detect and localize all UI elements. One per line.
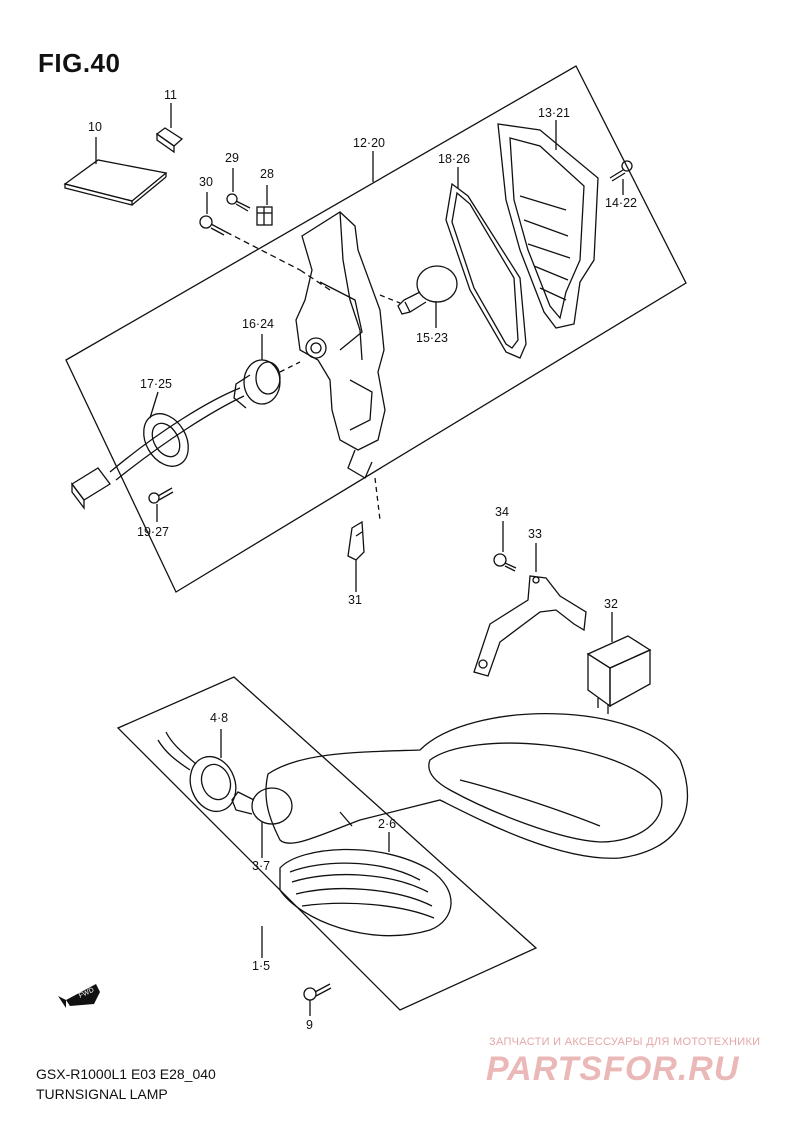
callout-11: 11: [164, 88, 177, 102]
callout-9: 9: [306, 1018, 313, 1032]
callout-15-23: 15·23: [416, 331, 448, 345]
callout-4-8: 4·8: [210, 711, 228, 725]
callout-28: 28: [260, 167, 274, 181]
footer-figure-name: TURNSIGNAL LAMP: [36, 1086, 168, 1102]
callout-12-20: 12·20: [353, 136, 385, 150]
lamp-housing-bracket: [295, 211, 386, 479]
screw-30: [199, 215, 227, 236]
callout-33: 33: [528, 527, 542, 541]
clip-nut-28: [256, 206, 273, 226]
screw-29: [226, 193, 251, 212]
callout-29: 29: [225, 151, 239, 165]
screw-14-22: [609, 160, 633, 182]
clip-31: [347, 520, 365, 561]
lens-part: [497, 123, 599, 329]
callout-17-25: 17·25: [140, 377, 172, 391]
bulb-15-23: [397, 265, 458, 315]
callout-32: 32: [604, 597, 618, 611]
callout-31: 31: [348, 593, 362, 607]
fwd-arrow-icon: [58, 984, 100, 1008]
lens-2-6: [279, 848, 452, 937]
callout-19-27: 19·27: [137, 525, 169, 539]
callout-16-24: 16·24: [242, 317, 274, 331]
bulb-3-7: [231, 787, 293, 825]
callout-1-5: 1·5: [252, 959, 270, 973]
callout-13-21: 13·21: [538, 106, 570, 120]
callout-30: 30: [199, 175, 213, 189]
turnsignal-body: [265, 713, 689, 859]
watermark-brand: PARTSFOR.RU: [486, 1050, 740, 1088]
gasket-part: [445, 182, 527, 359]
callout-14-22: 14·22: [605, 196, 637, 210]
callout-3-7: 3·7: [252, 859, 270, 873]
relay-32: [586, 635, 652, 714]
lower-assembly-frame: [116, 676, 538, 1011]
callout-34: 34: [495, 505, 509, 519]
label-sheet-part: [63, 159, 168, 206]
upper-assembly-frame: [65, 65, 687, 593]
footer-model-code: GSX-R1000L1 E03 E28_040: [36, 1066, 216, 1082]
socket-4-8: [157, 731, 237, 813]
watermark-tagline: ЗАПЧАСТИ И АКСЕССУАРЫ ДЛЯ МОТОТЕХНИКИ: [489, 1036, 761, 1048]
screw-19-27: [148, 487, 174, 504]
bracket-33: [473, 575, 587, 677]
callout-2-6: 2·6: [378, 817, 396, 831]
figure-title: FIG.40: [38, 48, 121, 78]
screw-9: [303, 983, 332, 1001]
callout-18-26: 18·26: [438, 152, 470, 166]
socket-16-24: [233, 359, 281, 409]
wire-harness: [71, 387, 245, 510]
bolt-34: [493, 553, 517, 572]
pad-part: [155, 127, 184, 154]
callout-10: 10: [88, 120, 102, 134]
